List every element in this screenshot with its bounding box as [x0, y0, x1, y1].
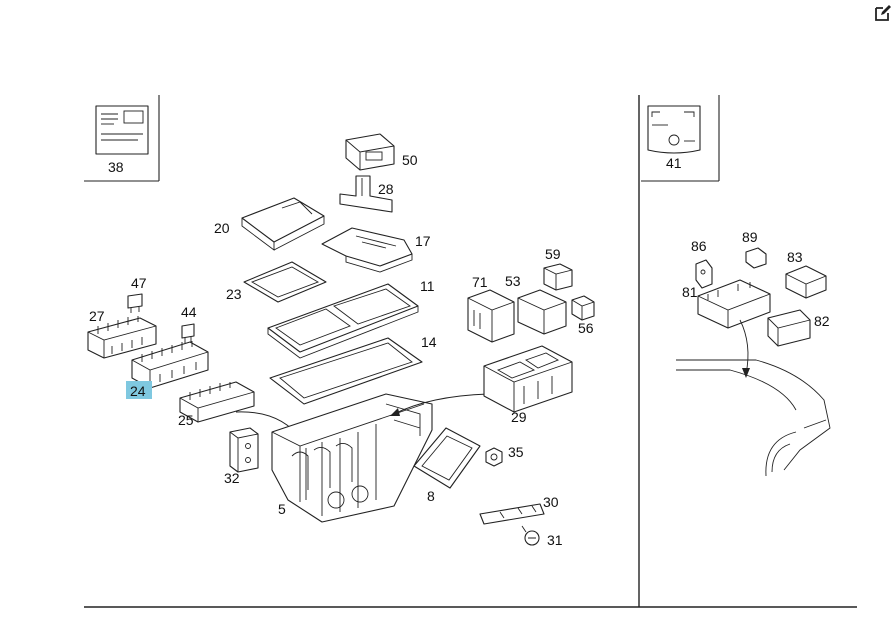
- arrow-29-head: [390, 408, 400, 416]
- part-11-frame: [267, 283, 419, 359]
- label-81: 81: [682, 284, 698, 300]
- part-31-screw: [521, 525, 540, 546]
- part-28-bracket: [339, 175, 393, 213]
- label-35: 35: [508, 444, 524, 460]
- part-29-relay-carrier: [483, 345, 573, 413]
- label-24: 24: [130, 383, 146, 399]
- part-86-relay: [695, 259, 713, 289]
- label-20: 20: [214, 220, 230, 236]
- label-31: 31: [547, 532, 563, 548]
- edit-button[interactable]: [874, 4, 892, 22]
- part-27-fuse-block: [87, 316, 157, 359]
- label-25: 25: [178, 412, 194, 428]
- label-50: 50: [402, 152, 418, 168]
- label-23: 23: [226, 286, 242, 302]
- label-47: 47: [131, 275, 147, 291]
- label-38: 38: [108, 159, 124, 175]
- part-23-gasket: [243, 261, 327, 303]
- label-82: 82: [814, 313, 830, 329]
- inset-box-41: [641, 95, 720, 182]
- part-25-fuse-block: [179, 381, 255, 423]
- part-82-cover: [767, 309, 811, 347]
- arrow-81: [739, 319, 749, 375]
- label-59: 59: [545, 246, 561, 262]
- label-17: 17: [415, 233, 431, 249]
- arrow-29: [393, 393, 489, 415]
- part-8-gasket: [413, 427, 481, 489]
- label-44: 44: [181, 304, 197, 320]
- label-14: 14: [421, 334, 437, 350]
- label-56: 56: [578, 320, 594, 336]
- part-47-fuse: [127, 293, 143, 313]
- part-17-cover: [321, 227, 413, 273]
- part-71-relay-module: [467, 289, 515, 343]
- part-30-bracket: [479, 503, 545, 525]
- part-83-relay-block: [785, 265, 827, 299]
- label-30: 30: [543, 494, 559, 510]
- part-32-clip: [229, 427, 259, 473]
- label-41: 41: [666, 155, 682, 171]
- part-81-fuse-block: [697, 279, 771, 329]
- edit-icon: [875, 5, 891, 21]
- part-5-housing: [271, 393, 433, 523]
- label-86: 86: [691, 238, 707, 254]
- highlight-24: [126, 381, 152, 399]
- label-32: 32: [224, 470, 240, 486]
- part-50-module: [345, 133, 395, 171]
- arrow-81-head: [742, 368, 750, 378]
- part-44-fuse: [181, 323, 195, 343]
- part-20-cover: [241, 197, 325, 251]
- part-53-relay: [517, 289, 567, 335]
- label-29: 29: [511, 409, 527, 425]
- label-83: 83: [787, 249, 803, 265]
- part-56-relay: [571, 295, 595, 321]
- part-24-fuse-block: [131, 341, 209, 389]
- label-5: 5: [278, 501, 286, 517]
- inset-box-38: [84, 95, 160, 182]
- label-8: 8: [427, 488, 435, 504]
- part-14-gasket: [269, 337, 423, 405]
- part-89-relay: [745, 247, 767, 269]
- label-28: 28: [378, 181, 394, 197]
- label-71: 71: [472, 274, 488, 290]
- label-53: 53: [505, 273, 521, 289]
- label-27: 27: [89, 308, 105, 324]
- part-59-relay: [543, 263, 573, 291]
- car-outline: [676, 359, 831, 477]
- label-89: 89: [742, 229, 758, 245]
- part-35-nut: [485, 447, 503, 467]
- frame-lines: [84, 95, 857, 608]
- label-11: 11: [420, 278, 435, 294]
